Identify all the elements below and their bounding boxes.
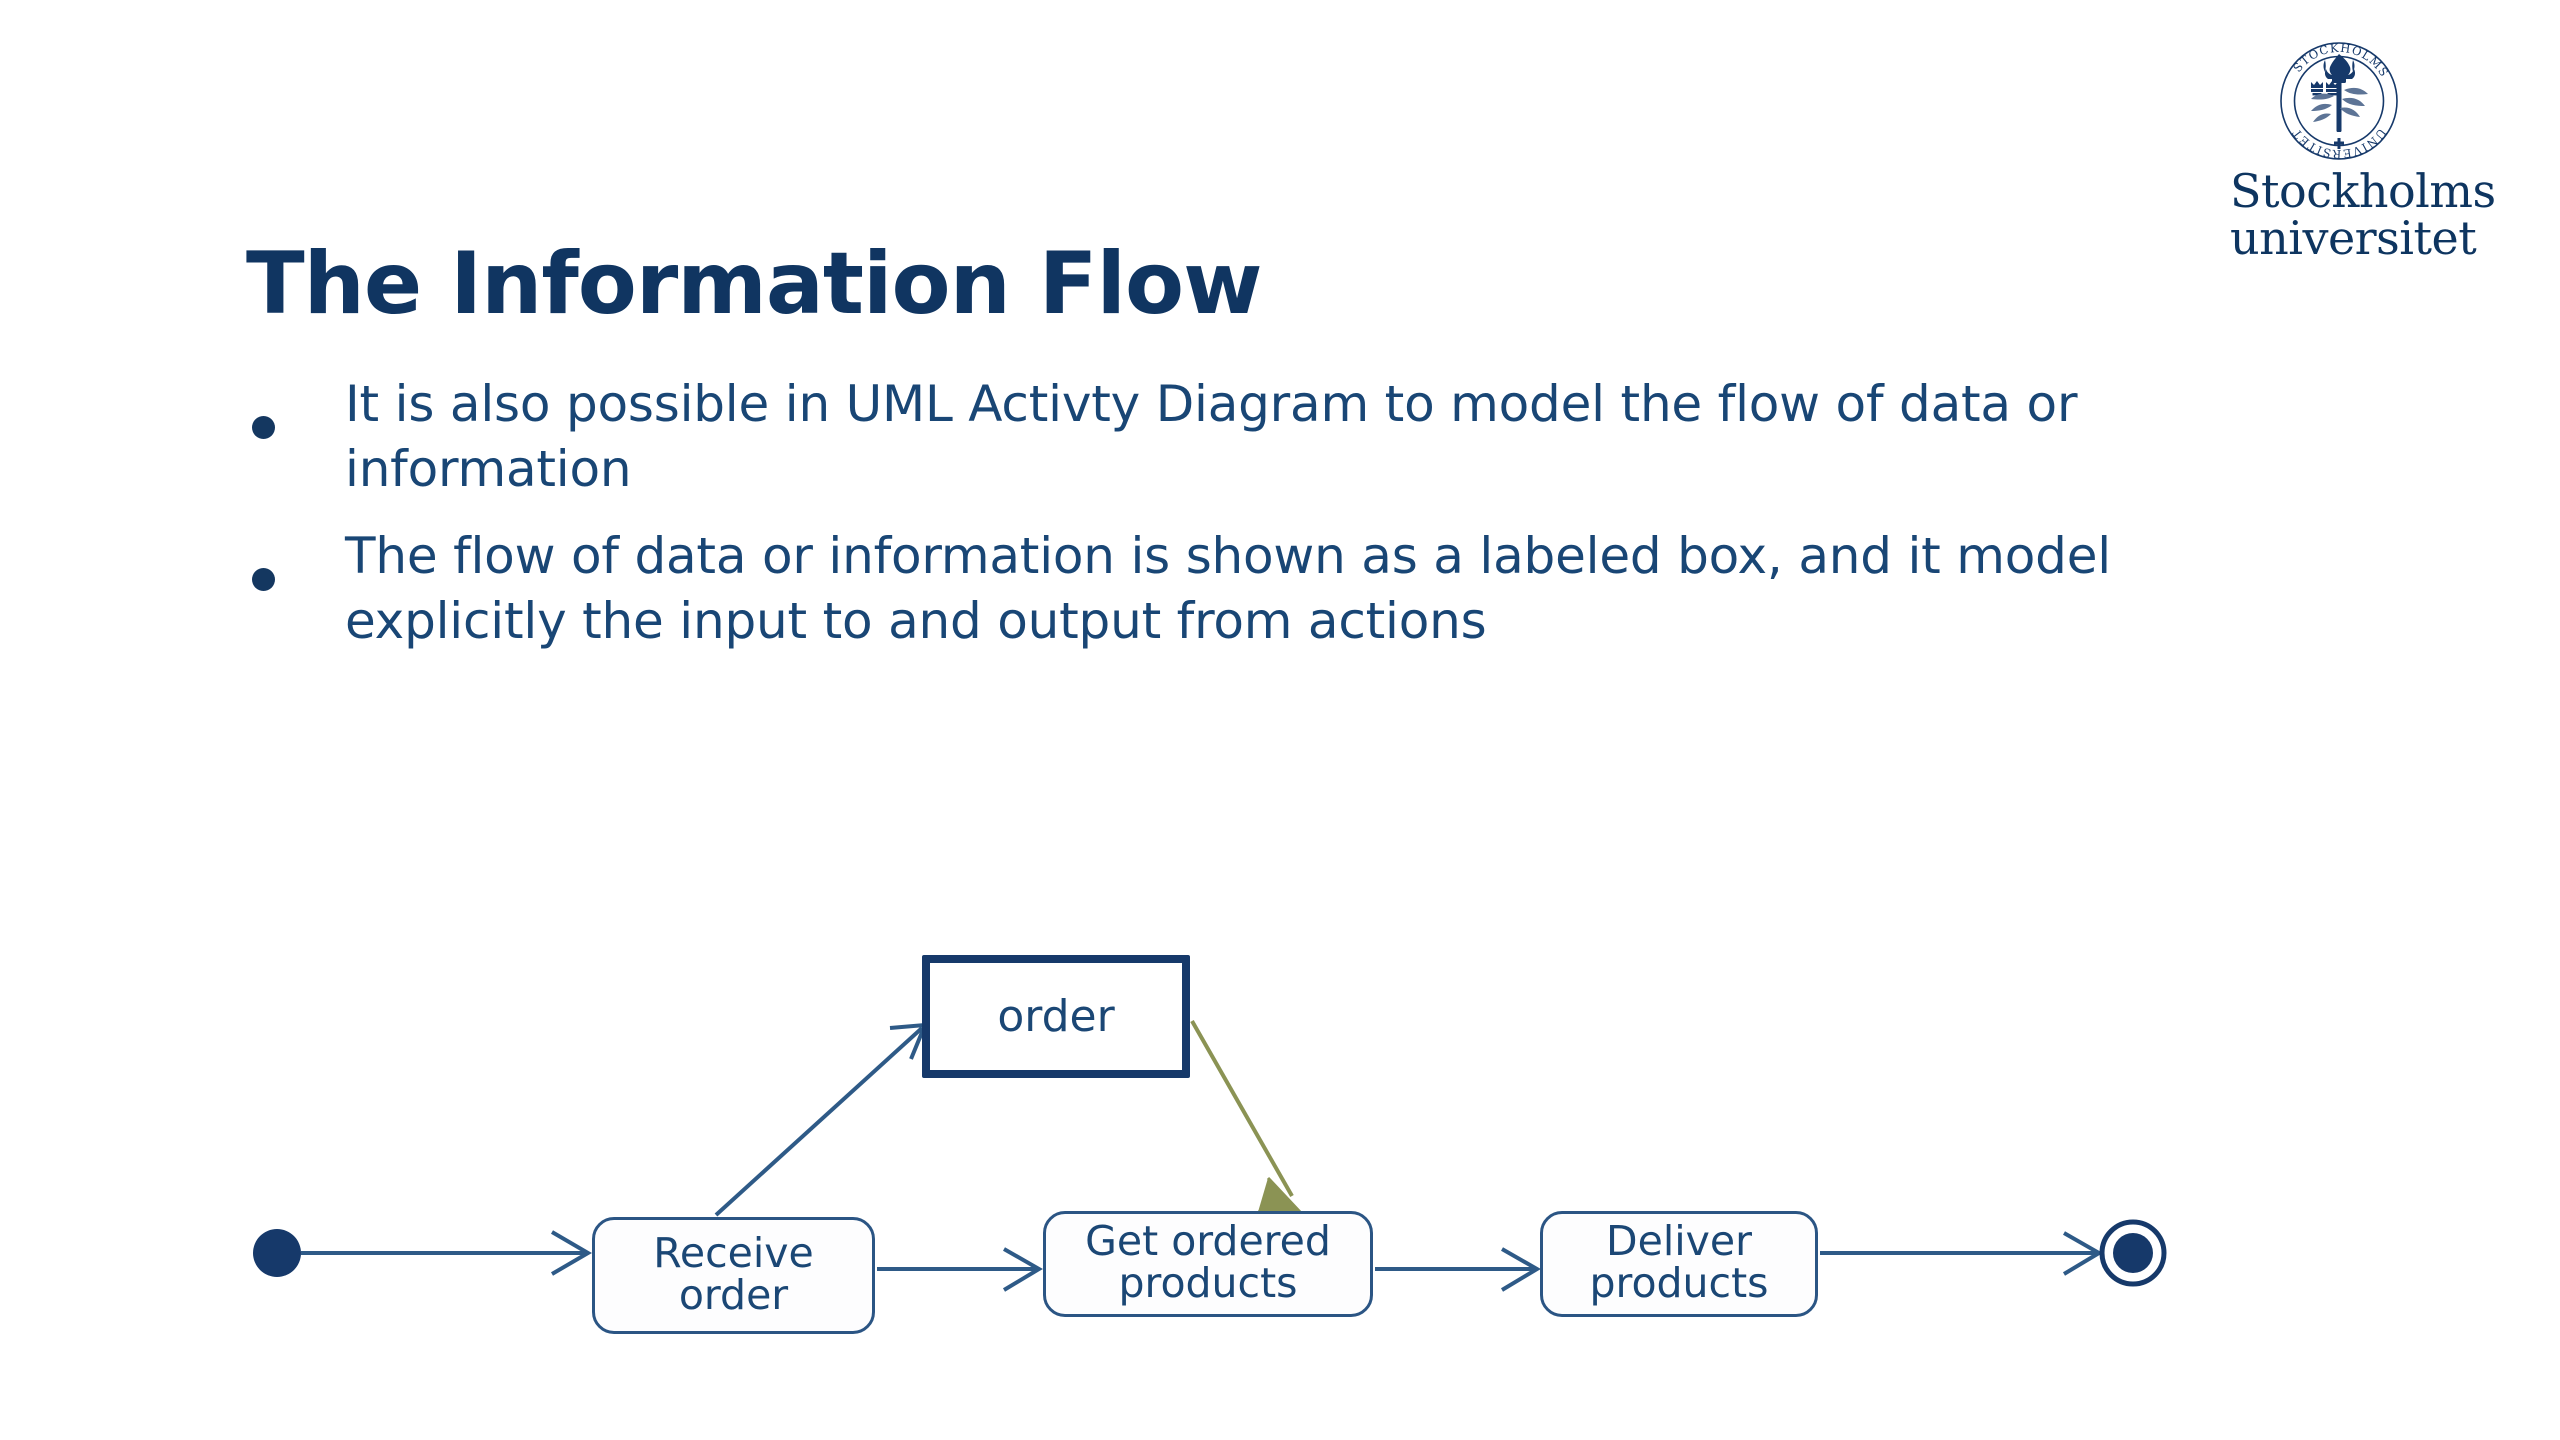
object-node-order[interactable]: order xyxy=(922,955,1190,1078)
edge-deliver-products-to-final-node xyxy=(1820,1231,2103,1276)
final-node xyxy=(2099,1219,2167,1287)
bullet-text: It is also possible in UML Activty Diagr… xyxy=(345,375,2078,498)
bullet-text: The flow of data or information is shown… xyxy=(345,527,2111,650)
edge-receive-order-to-order xyxy=(714,1022,929,1217)
bullet-dot-icon xyxy=(252,568,275,591)
edge-initial-to-receive-order xyxy=(301,1230,592,1276)
action-node-deliver-products[interactable]: Deliver products xyxy=(1540,1211,1818,1317)
logo-wordmark-line1: Stockholms xyxy=(2230,164,2496,218)
stockholm-university-logo: STOCKHOLMS UNIVERSITET xyxy=(2230,40,2530,295)
initial-node xyxy=(253,1229,301,1277)
list-item: The flow of data or information is shown… xyxy=(246,524,2146,654)
list-item: It is also possible in UML Activty Diagr… xyxy=(246,372,2146,502)
university-seal-icon: STOCKHOLMS UNIVERSITET xyxy=(2280,41,2398,161)
action-node-get-ordered-products-line2: products xyxy=(1118,1259,1298,1307)
action-node-receive-order[interactable]: Receive order xyxy=(592,1217,875,1334)
action-node-deliver-products-line2: products xyxy=(1589,1259,1769,1307)
edge-get-ordered-products-to-deliver-products xyxy=(1375,1247,1541,1292)
action-node-deliver-products-line1: Deliver xyxy=(1606,1217,1752,1266)
object-node-order-label: order xyxy=(997,991,1115,1042)
action-node-get-ordered-products-line1: Get ordered xyxy=(1085,1217,1331,1266)
edge-receive-order-to-get-ordered-products xyxy=(877,1247,1043,1292)
logo-wordmark: Stockholms universitet xyxy=(2230,168,2530,262)
bullet-list: It is also possible in UML Activty Diagr… xyxy=(246,372,2146,676)
action-node-receive-order-line1: Receive xyxy=(653,1228,814,1277)
logo-wordmark-line2: universitet xyxy=(2230,210,2477,265)
bullet-dot-icon xyxy=(252,416,275,439)
edge-order-to-get-ordered-products xyxy=(1190,1020,1304,1214)
slide-title: The Information Flow xyxy=(246,233,1263,334)
action-node-get-ordered-products[interactable]: Get ordered products xyxy=(1043,1211,1373,1317)
action-node-receive-order-line2: order xyxy=(678,1270,789,1319)
